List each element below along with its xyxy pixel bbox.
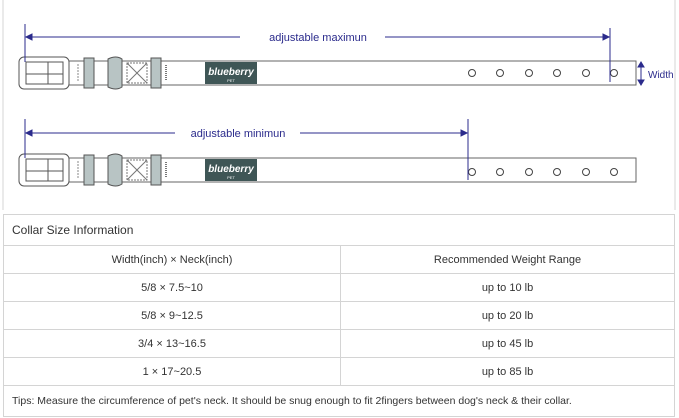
- hole: [468, 69, 476, 77]
- header-width-neck: Width(inch) × Neck(inch): [3, 245, 341, 274]
- collar-diagram: blueberry PET blueberry PET adjustable m…: [2, 0, 676, 210]
- hole: [525, 168, 533, 176]
- hole: [553, 168, 561, 176]
- max-label: adjustable maximun: [269, 32, 367, 44]
- svg-text:PET: PET: [227, 78, 235, 83]
- hole: [582, 69, 590, 77]
- brand-logo: blueberry: [208, 67, 254, 78]
- svg-text:PET: PET: [227, 175, 235, 180]
- hole: [610, 168, 618, 176]
- weight-cell: up to 85 lb: [340, 357, 675, 386]
- collar-min: blueberry PET: [18, 153, 637, 187]
- table-header: Width(inch) × Neck(inch) Recommended Wei…: [3, 245, 675, 274]
- weight-cell: up to 10 lb: [340, 273, 675, 302]
- hole: [553, 69, 561, 77]
- size-cell: 5/8 × 9~12.5: [3, 301, 341, 330]
- hole: [525, 69, 533, 77]
- weight-cell: up to 45 lb: [340, 329, 675, 358]
- hole: [496, 168, 504, 176]
- width-label: Width: [648, 70, 674, 81]
- min-label: adjustable minimun: [191, 128, 286, 140]
- size-cell: 3/4 × 13~16.5: [3, 329, 341, 358]
- weight-cell: up to 20 lb: [340, 301, 675, 330]
- header-weight: Recommended Weight Range: [340, 245, 675, 274]
- table-title: Collar Size Information: [3, 214, 675, 246]
- size-cell: 5/8 × 7.5~10: [3, 273, 341, 302]
- size-cell: 1 × 17~20.5: [3, 357, 341, 386]
- brand-logo: blueberry: [208, 164, 254, 175]
- size-table: Collar Size Information Width(inch) × Ne…: [3, 214, 675, 417]
- dimension-arrows: [24, 24, 645, 180]
- hole: [496, 69, 504, 77]
- hole: [610, 69, 618, 77]
- hole: [582, 168, 590, 176]
- collar-max: blueberry PET: [18, 56, 637, 90]
- hole: [468, 168, 476, 176]
- tips-text: Tips: Measure the circumference of pet's…: [3, 385, 675, 417]
